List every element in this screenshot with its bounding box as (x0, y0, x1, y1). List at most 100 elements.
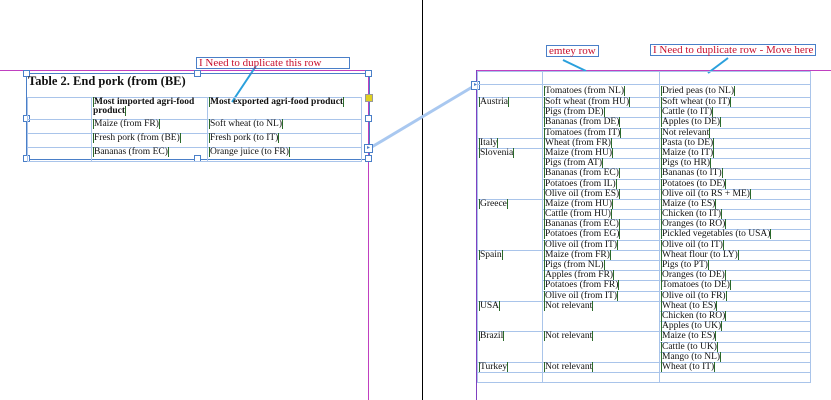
cell: Pasta (to DE) (661, 137, 715, 148)
cell: Maize (to ES) (661, 198, 717, 209)
table-cell: Bananas (to IT) (659, 168, 811, 180)
table-cell (542, 352, 660, 363)
cell: Maize (to ES) (661, 331, 717, 342)
table-cell: Potatoes (from EG) (542, 229, 660, 241)
cell: Orange juice (to FR) (209, 147, 290, 157)
cell: Pigs (from NL) (544, 260, 605, 270)
table-cell: Bananas (from DE) (542, 117, 660, 129)
table-cell: Olive oil (to RS + ME) (659, 188, 811, 200)
country-label: Greece (479, 198, 508, 209)
cell: Chicken (to IT) (661, 209, 723, 220)
cell: Tomatoes (from IT) (544, 127, 622, 138)
header-imported: Most imported agri-food product (93, 97, 195, 116)
note-empty-row: emtey row (546, 45, 599, 57)
cell: Olive oil (to IT) (661, 239, 724, 250)
cell: Potatoes (from IL) (544, 178, 617, 189)
cell: Bananas (from EC) (544, 168, 620, 179)
out-port[interactable]: ▸ (364, 144, 373, 153)
frame-handle[interactable] (365, 70, 372, 77)
cell: Olive oil (to RS + ME) (661, 188, 751, 199)
overset-marker[interactable] (365, 94, 373, 102)
table-cell: Wheat flour (to LY) (659, 249, 811, 262)
table-cell: Mango (to NL) (659, 351, 811, 363)
cell: Potatoes (from FR) (544, 280, 620, 291)
table-cell: Tomatoes (from IT) (542, 127, 660, 139)
table-cell: Pickled vegetables (to USA) (659, 229, 811, 241)
cell: Soft wheat (to NL) (209, 119, 284, 129)
table-cell: Wheat (to IT) (659, 361, 811, 374)
country-label: Brazil (479, 331, 505, 342)
note-duplicate-row: I Need to duplicate this row (196, 57, 350, 69)
margin-guide (476, 70, 831, 71)
cell: Pigs (from AT) (544, 158, 603, 169)
table-cell: Maize (to ES) (659, 331, 811, 343)
table-cell: Potatoes (from FR) (542, 280, 660, 292)
cell: Maize (to IT) (661, 147, 715, 158)
country-label: Italy (479, 137, 499, 148)
cell: Soft wheat (from HU) (544, 97, 631, 107)
table-row: Turkey Not relevant Wheat (to IT) (477, 361, 811, 374)
table-cell: Not relevant (659, 127, 811, 139)
table-cell (542, 311, 660, 322)
cell: Apples (to DE) (661, 117, 722, 128)
cell: Apples (to UK) (661, 321, 723, 332)
table-cell: Cattle (to UK) (659, 341, 811, 353)
cell: Tomatoes (from NL) (544, 86, 626, 96)
cell: Pickled vegetables (to USA) (661, 229, 772, 240)
table-cell: Olive oil (from IT) (542, 239, 660, 251)
right-table[interactable]: Tomatoes (from NL) Dried peas (to NL) Aus… (477, 71, 811, 384)
cell: Maize (from HU) (544, 198, 614, 209)
cell: Cattle (to UK) (661, 341, 718, 352)
cell: Pigs (to PT) (661, 260, 709, 270)
margin-guide (368, 70, 369, 400)
cell: Maize (from FR) (93, 119, 160, 129)
table-row: Greece Maize (from HU) Maize (to ES) (477, 198, 811, 251)
table-cell: Olive oil (from IT) (542, 290, 660, 302)
frame-handle[interactable] (23, 70, 30, 77)
cell: Not relevant (544, 361, 594, 372)
arrow (562, 59, 587, 72)
cell: Mango (to NL) (661, 351, 722, 362)
cell: Dried peas (to NL) (661, 86, 736, 96)
country-label: Turkey (479, 361, 509, 372)
page-edge (422, 0, 423, 400)
header-exported: Most exported agri-food product (209, 97, 345, 107)
cell: Potatoes (from EG) (544, 229, 621, 240)
cell: Oranges (to DE) (661, 270, 726, 281)
table-cell: Wheat (from FR) (542, 137, 660, 149)
country-label: Austria (479, 97, 509, 107)
cell: Olive oil (from IT) (544, 239, 619, 250)
cell: Olive oil (to FR) (661, 290, 727, 301)
table-cell: Not relevant (542, 361, 660, 374)
frame-handle[interactable] (365, 115, 372, 122)
table-cell (542, 321, 660, 333)
note-move-here: I Need to duplicate row - Move here (650, 44, 817, 56)
cell: Oranges (to RO) (661, 219, 727, 230)
cell: Olive oil (from IT) (544, 290, 619, 301)
cell: Not relevant (544, 331, 594, 342)
table-cell: Potatoes (to DE) (659, 178, 811, 190)
cell: Wheat (to ES) (661, 300, 718, 311)
table-cell (542, 342, 660, 353)
frame-handle[interactable] (365, 155, 372, 162)
table-row: Italy Wheat (from FR)Pasta (to DE) (477, 137, 811, 149)
table-cell: Not relevant (542, 300, 660, 312)
arrow (707, 57, 729, 74)
table-row: Brazil Not relevant Maize (to ES) (477, 331, 811, 363)
arrow (231, 65, 257, 103)
cell: Apples (from FR) (544, 270, 615, 281)
cell: Bananas (from EC) (544, 219, 620, 230)
country-label: USA (479, 300, 501, 311)
frame-handle[interactable] (194, 70, 201, 77)
cell: Not relevant (661, 127, 711, 138)
cell: Maize (from HU) (544, 147, 614, 158)
cell: Chicken (to RO) (661, 310, 727, 321)
table-cell: Olive oil (to FR) (659, 290, 811, 302)
left-table[interactable]: Most imported agri-food product Most expo… (27, 97, 362, 162)
text-thread-link (369, 84, 475, 150)
table-cell: Tomatoes (to DE) (659, 280, 811, 292)
cell: Olive oil (from ES) (544, 188, 621, 199)
